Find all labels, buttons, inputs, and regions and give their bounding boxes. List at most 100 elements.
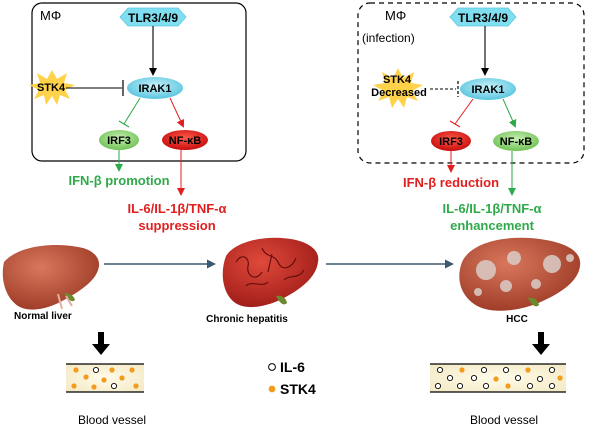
left-irak-to-nfkb-arrow: [169, 97, 185, 128]
right-panel-frame: [357, 2, 585, 164]
right-tlr-label: TLR3/4/9: [458, 11, 508, 25]
stk4-particle: [525, 367, 531, 373]
il6-particle: [434, 382, 442, 390]
right-macrophage-panel: MΦ (infection) TLR3/4/9 IRAK1 STK4 Decre…: [357, 2, 585, 233]
legend-il6-label: IL-6: [280, 359, 305, 375]
right-ifn-reduction-text: IFN-β reduction: [403, 175, 499, 190]
chronic-hepatitis-liver-illustration: [222, 237, 319, 308]
left-irf3-label: IRF3: [107, 135, 131, 147]
left-tlr-receptor: [119, 7, 187, 27]
normal-liver-shape: [2, 244, 100, 310]
chronic-liver-gallbladder: [276, 295, 287, 305]
chronic-liver-inflammation-lines: [235, 247, 305, 287]
stk4-particle: [133, 383, 139, 389]
legend-stk4-marker: [268, 385, 276, 393]
right-irak-to-irf3-line: [454, 98, 474, 125]
hcc-tumor-nodule: [507, 251, 521, 265]
normal-liver-gallbladder: [64, 293, 75, 302]
right-enhancement-text: enhancement: [450, 218, 534, 233]
right-irak1-label: IRAK1: [471, 84, 504, 96]
left-irak1-label: IRAK1: [138, 83, 171, 95]
chronic-liver-shape: [222, 237, 319, 308]
il6-particle: [480, 366, 488, 374]
legend-stk4-label: STK4: [280, 381, 316, 397]
stk4-particle: [73, 367, 79, 373]
right-irak-to-nfkb-arrow: [502, 98, 517, 128]
left-stk4-burst-icon: [29, 70, 75, 105]
right-irak-to-irf3-bar: [449, 120, 461, 128]
hcc-tumor-nodule: [500, 280, 512, 292]
stk4-particle: [71, 383, 77, 389]
left-cytokine-text: IL-6/IL-1β/TNF-α: [128, 201, 227, 216]
hcc-tumor-nodule: [543, 255, 561, 273]
left-irak-to-irf3-bar: [118, 120, 130, 128]
stk4-particle: [83, 374, 89, 380]
stk4-particle: [459, 367, 465, 373]
il6-particle: [456, 382, 464, 390]
right-stk4-label: STK4: [383, 74, 412, 86]
chronic-hepatitis-label: Chronic hepatitis: [206, 314, 288, 325]
left-irf3-node: [99, 130, 139, 150]
il6-particle: [514, 374, 522, 382]
il6-particle: [110, 382, 118, 390]
right-irf3-label: IRF3: [439, 136, 463, 148]
hcc-tumor-nodule: [566, 254, 574, 262]
hcc-label: HCC: [506, 314, 528, 325]
normal-liver-label: Normal liver: [14, 311, 72, 322]
left-panel-frame: [31, 2, 247, 162]
left-ifn-promotion-text: IFN-β promotion: [68, 173, 169, 188]
right-stk4-burst-icon: [373, 68, 423, 108]
left-nfkb-label: NF-κB: [169, 135, 201, 147]
stk4-particle: [91, 384, 97, 390]
hcc-tumor-nodule: [476, 260, 496, 280]
left-blood-vessel: [66, 363, 144, 393]
stk4-particle: [109, 367, 115, 373]
right-panel-subtitle: (infection): [362, 31, 415, 45]
right-blood-vessel: [430, 363, 566, 393]
hcc-tumor-nodule: [531, 279, 541, 289]
stk4-particle: [557, 375, 563, 381]
hcc-liver-gallbladder: [528, 297, 539, 307]
il6-particle: [548, 366, 556, 374]
right-irf3-node: [431, 131, 471, 151]
stk4-particle: [129, 367, 135, 373]
left-down-arrow: [92, 332, 110, 355]
normal-liver-vessels: [57, 293, 73, 310]
left-nfkb-node: [162, 130, 208, 150]
left-irak-to-irf3-line: [123, 97, 141, 125]
il6-particle: [92, 366, 100, 374]
normal-liver-illustration: [2, 244, 100, 310]
il6-particle: [470, 374, 478, 382]
legend-il6-marker: [268, 363, 276, 371]
right-nfkb-label: NF-κB: [500, 136, 532, 148]
left-stk4-label: STK4: [37, 82, 66, 94]
legend: IL-6 STK4: [268, 359, 316, 397]
hcc-liver-illustration: [459, 237, 581, 311]
left-blood-vessel-label: Blood vessel: [78, 413, 146, 427]
il6-particle: [536, 375, 544, 383]
right-stk4-decreased-label: Decreased: [371, 87, 427, 99]
right-panel-title: MΦ: [385, 8, 406, 23]
stk4-particle: [505, 383, 511, 389]
right-blood-vessel-label: Blood vessel: [470, 413, 538, 427]
left-tlr-label: TLR3/4/9: [128, 11, 178, 25]
right-nfkb-node: [493, 131, 539, 151]
il6-particle: [446, 374, 454, 382]
left-suppression-text: suppression: [138, 218, 215, 233]
right-cytokine-text: IL-6/IL-1β/TNF-α: [443, 201, 542, 216]
right-irak1-node: [460, 78, 516, 100]
right-tlr-receptor: [449, 7, 517, 27]
stk4-particle: [493, 376, 499, 382]
left-panel-title: MΦ: [40, 8, 61, 23]
right-down-arrow: [532, 332, 550, 355]
il6-particle: [526, 382, 534, 390]
hcc-tumor-nodule: [474, 288, 482, 296]
stk4-particle: [119, 375, 125, 381]
il6-particle: [548, 382, 556, 390]
left-irak1-node: [127, 77, 183, 99]
stk4-particle: [101, 377, 107, 383]
il6-particle: [482, 382, 490, 390]
il6-particle: [502, 366, 510, 374]
left-macrophage-panel: MΦ TLR3/4/9 IRAK1 STK4 IRF3 NF-κB IFN-β …: [29, 2, 247, 233]
